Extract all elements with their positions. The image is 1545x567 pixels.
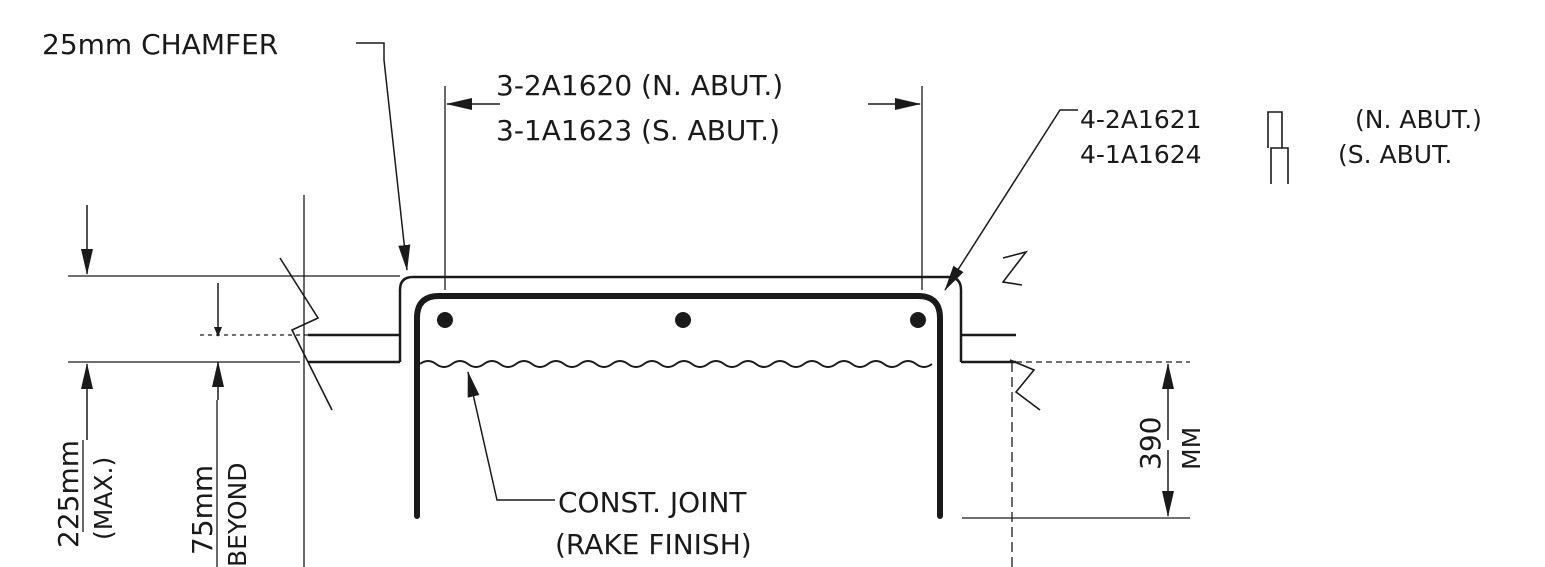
right-break-upper [1001,250,1029,286]
bar-dot-middle [675,312,691,328]
stirrup-leader [944,109,1078,291]
beyond-value: 75mm [186,465,219,555]
right-break-lower [1009,359,1041,411]
left-ledge [308,333,400,364]
stirrup-north-label: 4-2A1621 [1080,105,1202,134]
bar-dot-left [437,312,453,328]
stirrup-south-label: 4-1A1624 [1080,140,1202,169]
top-bar-north-label: 3-2A1620 (N. ABUT.) [496,69,783,102]
right-dim-value: 390 [1134,417,1167,470]
stirrup-south-note: (S. ABUT. [1338,140,1452,169]
bar-dot-right [910,312,926,328]
chamfer-leader [356,42,411,271]
longitudinal-bars [437,312,926,328]
stirrup-bar [414,293,943,519]
joint-label-line2: (RAKE FINISH) [555,528,752,561]
stirrup-symbol-south [1270,147,1289,184]
right-ledge [961,333,1016,364]
left-break [279,257,333,411]
dimension-arrows [81,42,1174,517]
stirrup-north-note: (N. ABUT.) [1355,105,1482,134]
right-dim-unit: MM [1177,427,1206,470]
reference-lines [68,86,1190,567]
stirrup-symbol-north [1267,111,1283,148]
depth-note: (MAX.) [89,457,118,540]
depth-value: 225mm [52,440,85,548]
construction-joint-line [419,360,933,368]
joint-label-line1: CONST. JOINT [558,486,747,519]
chamfer-label: 25mm CHAMFER [42,28,278,61]
break-symbols [279,250,1041,411]
joint-leader [467,371,555,501]
beyond-note: BEYOND [223,463,252,567]
top-bar-south-label: 3-1A1623 (S. ABUT.) [496,114,780,147]
